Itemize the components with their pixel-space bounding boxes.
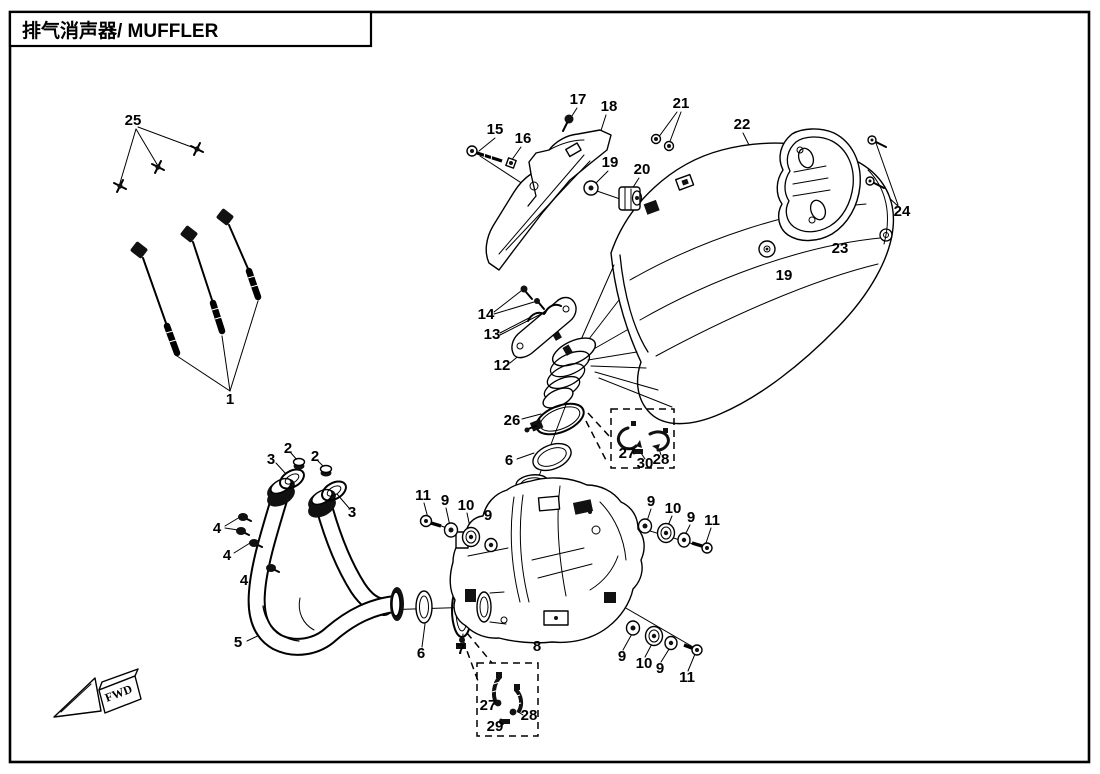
part-label-10: 10	[458, 497, 475, 514]
part-label-24: 24	[894, 203, 911, 220]
option-box-bottom	[476, 662, 539, 737]
part-8-catalytic-converter	[449, 474, 645, 644]
part-label-1: 1	[226, 391, 234, 408]
dashed-leader-lines	[462, 412, 611, 682]
part-19-washer-right	[758, 240, 776, 258]
part-4-studs	[236, 513, 280, 573]
part-13-clamp-halves	[527, 303, 562, 322]
part-label-19: 19	[776, 267, 793, 284]
part-label-26: 26	[504, 412, 521, 429]
part-label-4: 4	[223, 547, 232, 564]
part-label-11: 11	[704, 512, 720, 529]
part-label-29: 29	[487, 718, 504, 735]
part-label-3: 3	[267, 451, 275, 468]
part-3-gaskets	[279, 468, 347, 502]
part-16-nut	[505, 157, 517, 169]
part-label-6: 6	[505, 452, 513, 469]
part-label-9: 9	[484, 507, 492, 524]
part-label-30: 30	[637, 455, 654, 472]
part-label-16: 16	[515, 130, 532, 147]
part-label-2: 2	[284, 440, 292, 457]
part-26-clamp	[524, 402, 585, 436]
part-label-3: 3	[348, 504, 356, 521]
part-label-9: 9	[441, 492, 449, 509]
part-1-oxygen-sensors	[130, 208, 262, 357]
part-label-8: 8	[533, 638, 541, 655]
part-label-5: 5	[234, 634, 242, 651]
part-label-4: 4	[213, 520, 222, 537]
part-label-11: 11	[679, 669, 695, 686]
part-label-21: 21	[673, 95, 690, 112]
part-label-19: 19	[602, 154, 619, 171]
part-6-gasket-upper	[532, 442, 572, 472]
part-12-bracket-strap	[511, 296, 577, 359]
part-label-23: 23	[832, 240, 849, 257]
part-label-27: 27	[619, 445, 636, 462]
part-24-screws	[865, 135, 887, 189]
part-2-nuts	[292, 457, 333, 477]
part-label-14: 14	[478, 306, 495, 323]
part-label-13: 13	[484, 326, 501, 343]
part-label-28: 28	[653, 451, 670, 468]
part-23-end-cap	[776, 128, 861, 242]
part-18-heat-shield	[485, 129, 612, 271]
page-title: 排气消声器/ MUFFLER	[22, 19, 219, 42]
part-label-4: 4	[240, 572, 249, 589]
part-label-9: 9	[647, 493, 655, 510]
part-label-10: 10	[665, 500, 682, 517]
option-box-top	[610, 408, 675, 469]
title-box	[8, 10, 373, 48]
fastener-chain-left	[419, 514, 498, 553]
part-label-7: 7	[457, 641, 465, 658]
part-14-bolts	[520, 285, 545, 310]
part-label-28: 28	[521, 707, 538, 724]
part-label-2: 2	[311, 448, 319, 465]
part-17-bolt	[562, 114, 574, 132]
part-label-17: 17	[570, 91, 587, 108]
part-label-27: 27	[480, 697, 497, 714]
part-label-11: 11	[415, 487, 431, 504]
part-label-10: 10	[636, 655, 653, 672]
fastener-chain-right-upper	[637, 518, 713, 554]
part-label-6: 6	[417, 645, 425, 662]
part-19-washer-left	[583, 180, 599, 196]
part-15-bolt	[466, 145, 503, 163]
fastener-chain-right-lower	[625, 620, 703, 656]
part-label-12: 12	[494, 357, 511, 374]
part-20-bushing	[618, 186, 643, 211]
part-21-nuts	[650, 133, 675, 152]
part-label-22: 22	[734, 116, 751, 133]
part-label-9: 9	[618, 648, 626, 665]
part-label-25: 25	[125, 112, 142, 129]
part-25-clips	[113, 142, 204, 193]
part-label-18: 18	[601, 98, 618, 115]
part-label-9: 9	[687, 509, 695, 526]
fwd-arrow: FWD	[53, 668, 142, 718]
part-6-gasket-lower	[415, 590, 433, 624]
part-label-15: 15	[487, 121, 504, 138]
part-label-9: 9	[656, 660, 664, 677]
part-label-20: 20	[634, 161, 651, 178]
